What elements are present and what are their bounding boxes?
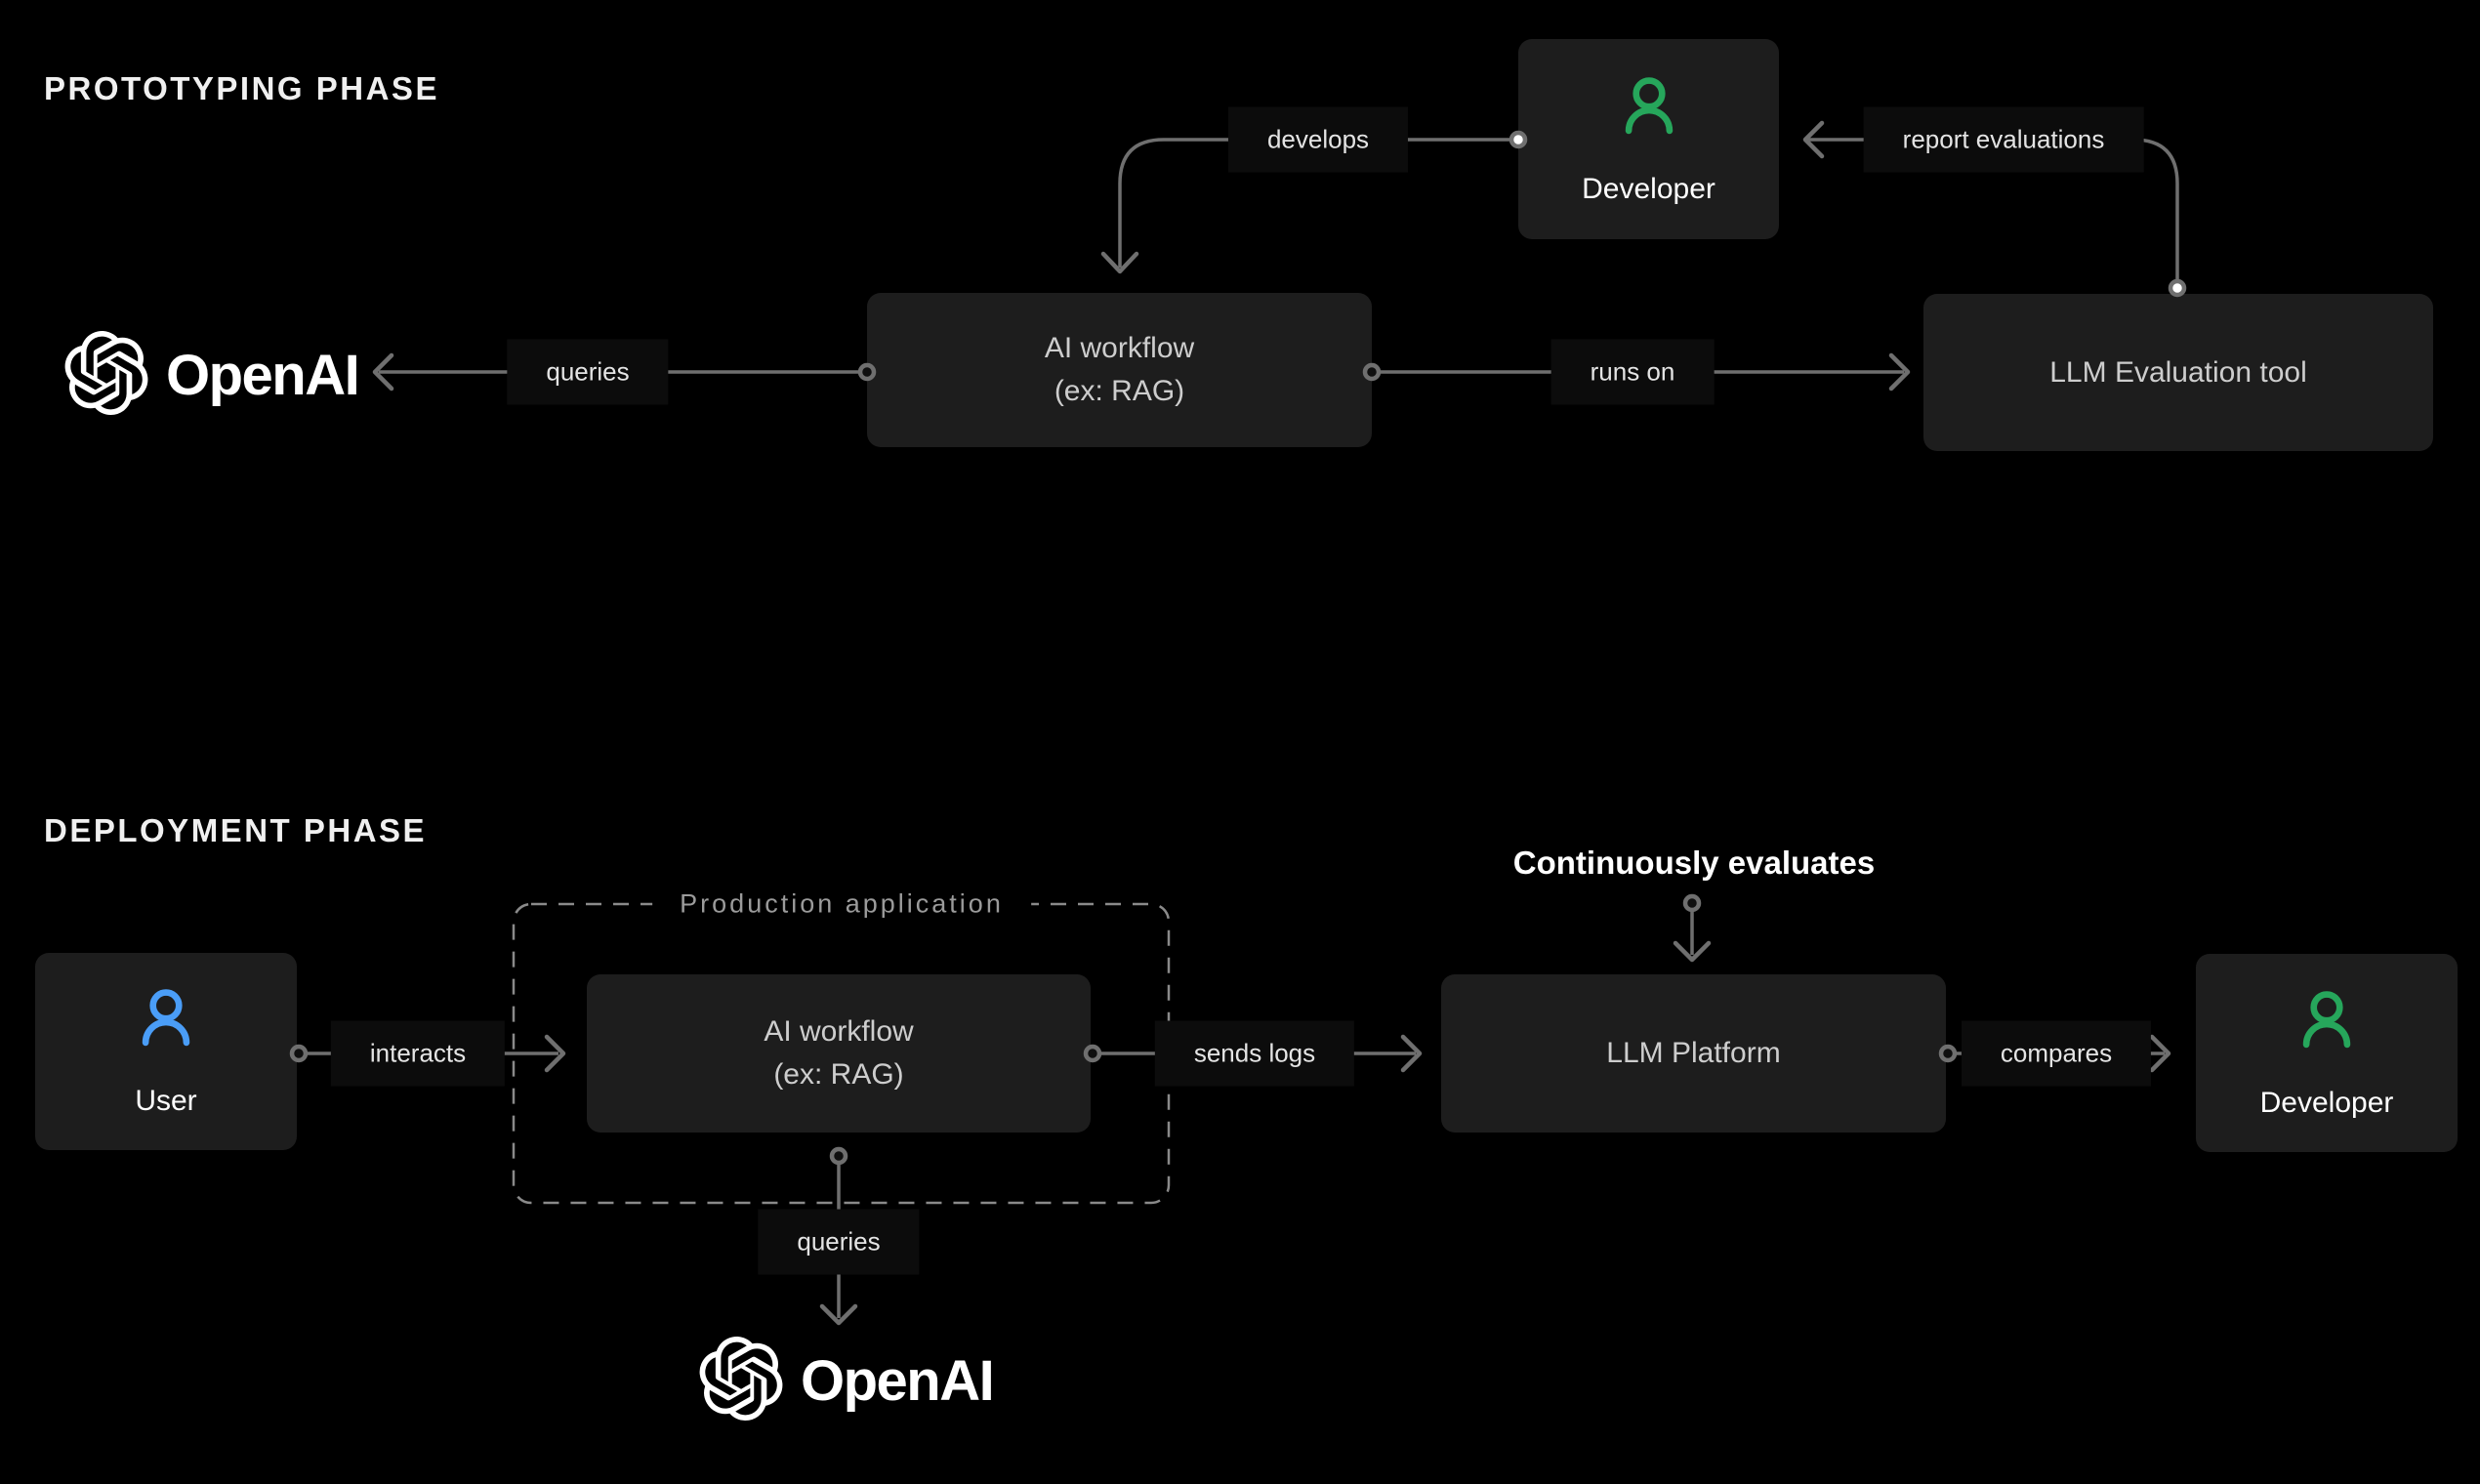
edge-label-report-evaluations: report evaluations	[1863, 106, 2144, 173]
node-label: LLM Evaluation tool	[2049, 355, 2307, 389]
node-llm-platform: LLM Platform	[1441, 974, 1946, 1133]
openai-mark-icon	[64, 330, 148, 420]
node-label-line1: AI workflow	[1044, 332, 1195, 364]
node-label: LLM Platform	[1606, 1037, 1781, 1069]
openai-logo-deployment: OpenAI	[699, 1336, 995, 1425]
edge-label-develops: develops	[1227, 106, 1409, 173]
openai-logo-prototyping: OpenAI	[64, 330, 360, 420]
node-ai-workflow-prototyping: AI workflow (ex: RAG)	[867, 293, 1372, 447]
person-icon	[2290, 987, 2364, 1061]
edge-label-interacts: interacts	[330, 1020, 506, 1087]
edge-label-queries-prototyping: queries	[507, 339, 669, 405]
node-developer-prototyping: Developer	[1518, 39, 1779, 239]
node-label-line1: AI workflow	[764, 1015, 914, 1048]
openai-wordmark: OpenAI	[166, 343, 360, 407]
edge-continuously-evaluates	[1673, 893, 1712, 963]
deployment-phase-title: DEPLOYMENT PHASE	[44, 812, 428, 848]
prototyping-phase-title: PROTOTYPING PHASE	[44, 70, 439, 106]
person-icon	[129, 985, 203, 1059]
openai-mark-icon	[699, 1336, 783, 1425]
edge-label-compares: compares	[1961, 1020, 2152, 1087]
node-ai-workflow-deployment: AI workflow (ex: RAG)	[587, 974, 1091, 1133]
edge-label-sends-logs: sends logs	[1154, 1020, 1355, 1087]
node-label: Developer	[2259, 1086, 2394, 1119]
continuously-evaluates-annotation: Continuously evaluates	[1512, 845, 1876, 881]
edge-label-queries-deployment: queries	[758, 1209, 920, 1275]
person-icon	[1612, 73, 1686, 147]
node-developer-deployment: Developer	[2196, 954, 2458, 1152]
node-label: Developer	[1582, 172, 1715, 205]
edge-label-runs-on: runs on	[1550, 339, 1715, 405]
node-llm-evaluation-tool: LLM Evaluation tool	[1923, 294, 2433, 451]
node-user: User	[35, 953, 297, 1150]
node-label-line2: (ex: RAG)	[773, 1058, 904, 1091]
edge-develops	[1100, 130, 1528, 274]
production-application-label: Production application	[652, 885, 1031, 924]
node-label: User	[135, 1085, 197, 1117]
openai-wordmark: OpenAI	[801, 1348, 995, 1413]
node-label-line2: (ex: RAG)	[1054, 375, 1185, 407]
